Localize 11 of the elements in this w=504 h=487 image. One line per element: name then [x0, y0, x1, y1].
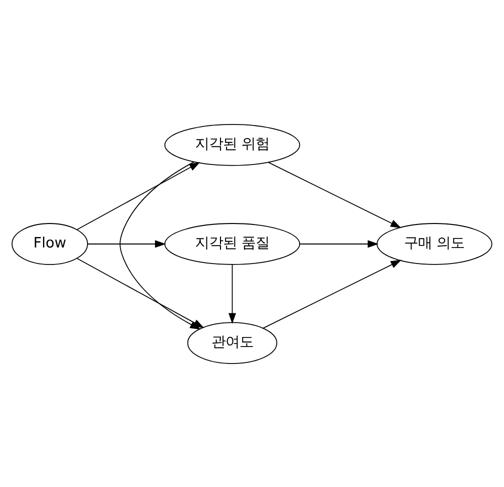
- arrow: [120, 160, 201, 330]
- arrow: [268, 161, 402, 228]
- arrow: [228, 264, 236, 324]
- node-ellipse: 지각된 품질: [164, 222, 300, 264]
- arrow: [87, 240, 166, 248]
- node-ellipse: 지각된 위험: [164, 124, 300, 166]
- arrow: [76, 162, 200, 230]
- arrow: [262, 259, 402, 328]
- node-ellipse: 구매 의도: [376, 222, 492, 264]
- node-ellipse: Flow: [12, 222, 88, 264]
- arrow: [299, 240, 379, 248]
